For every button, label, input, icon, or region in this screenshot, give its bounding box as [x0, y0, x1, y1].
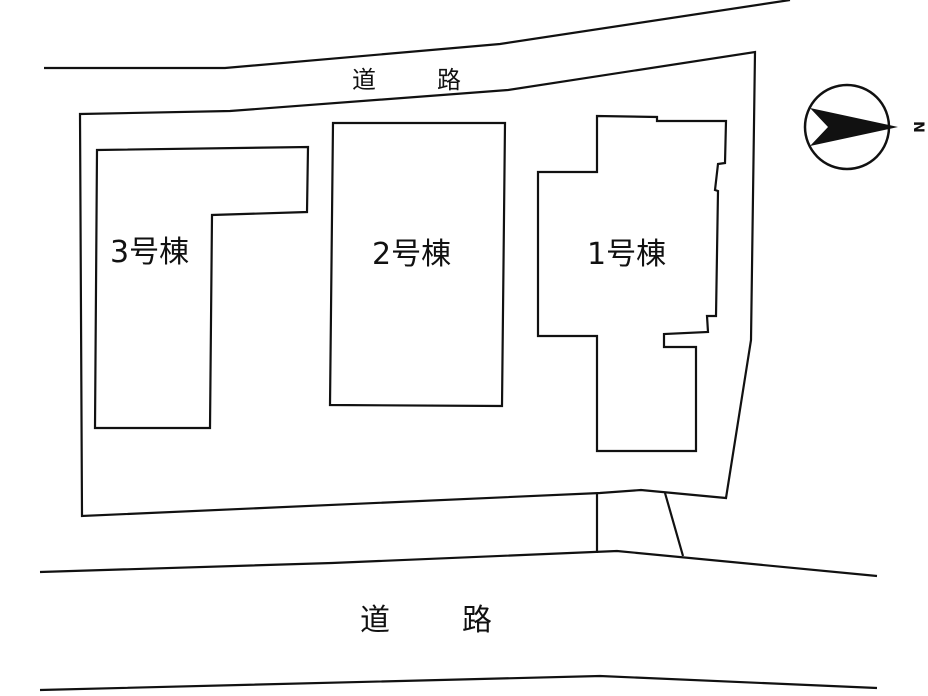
driveway-right-edge — [663, 492, 685, 557]
north-road-edge — [44, 0, 791, 70]
north-road-label-1: 道 — [352, 66, 376, 94]
south-road-upper-edge — [39, 549, 878, 578]
north-letter: N — [910, 121, 926, 133]
building-2-outline — [328, 121, 507, 408]
building-2-label: 2号棟 — [372, 237, 451, 272]
building-1-label: 1号棟 — [587, 237, 666, 272]
north-arrow-icon — [810, 108, 898, 146]
south-road-label-2: 路 — [462, 603, 492, 638]
building-3-label: 3号棟 — [110, 235, 189, 270]
south-road-label-1: 道 — [360, 603, 390, 638]
north-road-label-2: 路 — [437, 66, 461, 94]
south-road-lower-edge — [39, 674, 878, 692]
site-boundary — [78, 50, 757, 518]
building-3-outline — [93, 145, 310, 430]
compass-rose: N — [803, 83, 926, 171]
building-1-outline — [536, 114, 728, 453]
